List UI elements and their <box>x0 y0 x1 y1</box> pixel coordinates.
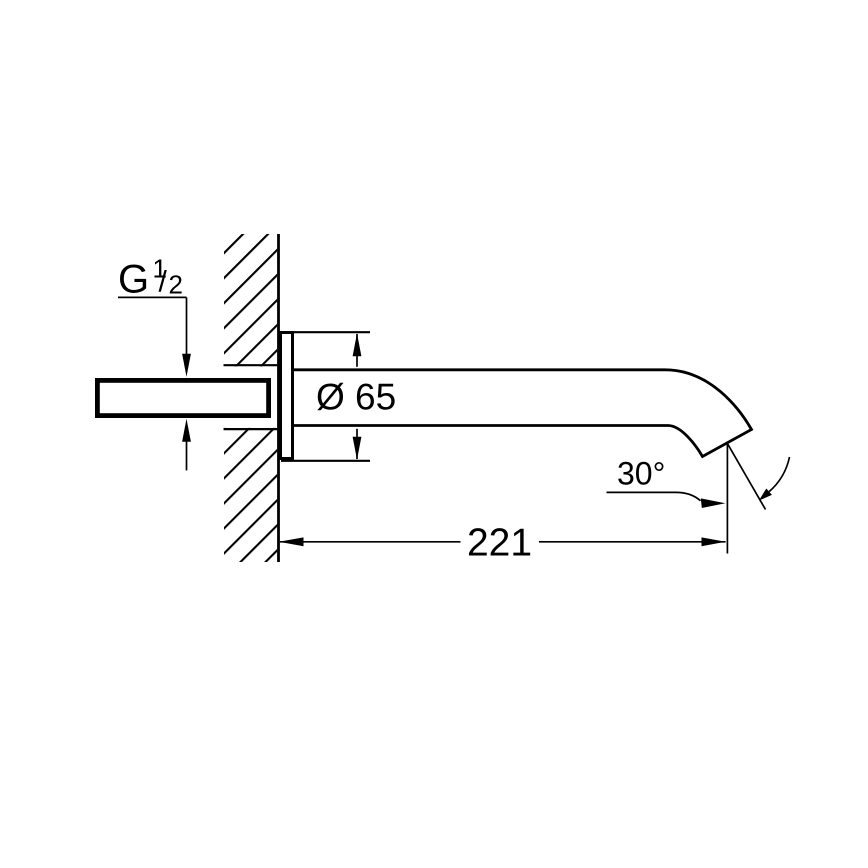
diameter-arrow-up <box>352 333 362 357</box>
projection-length-label: 221 <box>467 522 532 565</box>
projection-length-annotation: 221 <box>278 522 726 565</box>
angle-arc <box>768 456 791 493</box>
length-arrow-right <box>701 537 726 547</box>
thread-arrow-down <box>182 353 191 377</box>
wall-flange <box>279 331 294 460</box>
outlet-angle-label: 30° <box>617 456 665 492</box>
thread-arrow-up <box>182 418 191 442</box>
spout-body <box>294 368 754 459</box>
thread-size-annotation: G 1 / 2 <box>118 254 191 471</box>
thread-label-fraction-slash: / <box>159 266 168 299</box>
flange-diameter-annotation: Ø 65 <box>281 331 396 462</box>
spout-fill <box>294 369 752 457</box>
angle-arc-arrowhead <box>758 488 772 501</box>
thread-label-letter: G <box>118 258 149 302</box>
length-arrow-left <box>278 537 304 547</box>
flange-diameter-label: Ø 65 <box>316 377 396 418</box>
angle-leader-arrowhead <box>700 498 726 508</box>
spout-outline <box>294 368 754 459</box>
thread-label-numerator: 1 <box>153 254 167 284</box>
thread-label-denominator: 2 <box>169 270 183 300</box>
diameter-arrow-down <box>352 436 362 460</box>
outlet-angle-annotation: 30° <box>606 443 791 554</box>
thread-size-label: G 1 / 2 <box>118 254 183 302</box>
angle-leader-line <box>606 491 702 502</box>
angle-flow-direction-line <box>727 443 767 510</box>
threaded-shank <box>95 377 271 418</box>
